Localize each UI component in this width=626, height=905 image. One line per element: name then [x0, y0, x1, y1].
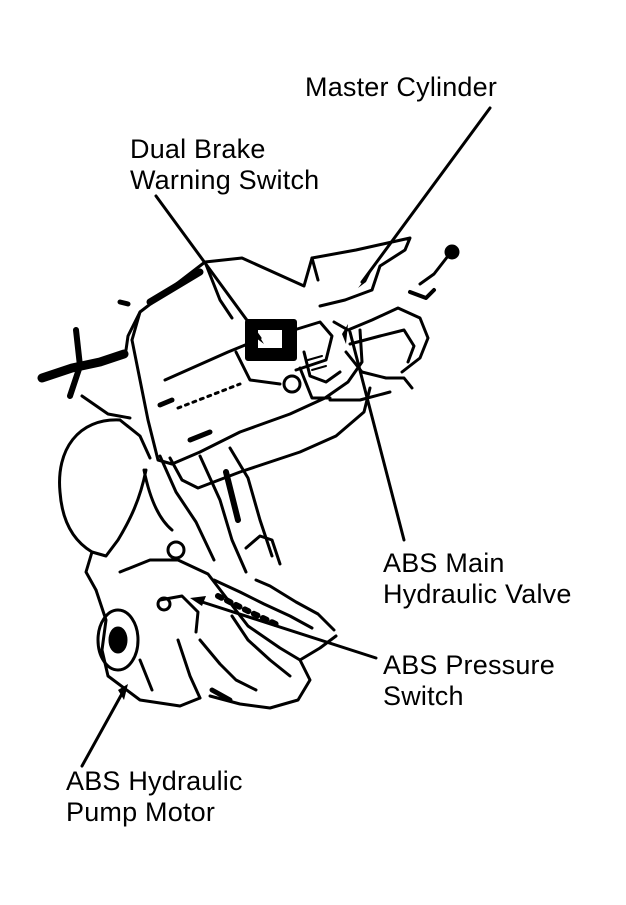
left-brake-line — [37, 327, 152, 460]
leader-master-cylinder — [360, 106, 492, 284]
leader-lines — [80, 106, 492, 768]
leader-arrowheads — [118, 270, 372, 700]
brake-lines — [302, 244, 460, 402]
accumulator — [58, 418, 274, 592]
label-abs-main-hydraulic-valve: ABS Main Hydraulic Valve — [383, 548, 572, 610]
leader-pressure-switch — [194, 598, 378, 660]
leader-pump-motor — [80, 688, 126, 768]
label-line: ABS Hydraulic — [66, 766, 243, 796]
leader-main-valve — [348, 330, 406, 542]
leader-dual-brake-switch — [154, 194, 262, 340]
master-cylinder-body — [117, 236, 412, 490]
label-master-cylinder: Master Cylinder — [305, 72, 497, 103]
dual-brake-warning-switch-part — [234, 319, 334, 400]
label-line: ABS Main — [383, 548, 505, 578]
label-line: Pump Motor — [66, 797, 216, 827]
label-line: Dual Brake — [130, 134, 266, 164]
label-line: Switch — [383, 681, 464, 711]
label-abs-hydraulic-pump-motor: ABS Hydraulic Pump Motor — [66, 766, 243, 828]
label-dual-brake-warning-switch: Dual Brake Warning Switch — [130, 134, 319, 196]
label-line: Warning Switch — [130, 165, 320, 195]
label-line: ABS Pressure — [383, 650, 555, 680]
label-line: Master Cylinder — [305, 72, 498, 102]
label-abs-pressure-switch: ABS Pressure Switch — [383, 650, 555, 712]
label-line: Hydraulic Valve — [383, 579, 572, 609]
abs-pump-motor-unit — [94, 534, 338, 710]
